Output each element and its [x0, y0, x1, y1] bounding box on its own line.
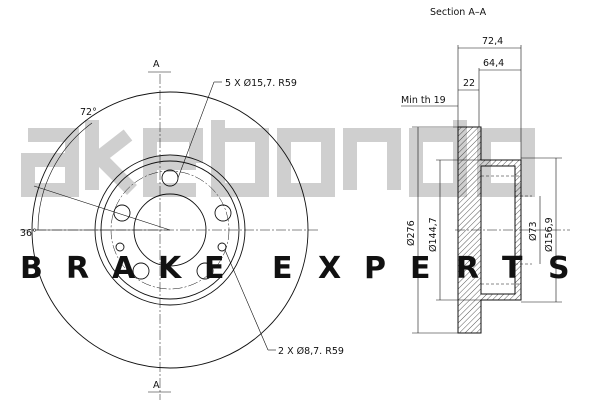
disc-section-view: [455, 126, 570, 334]
dia-hat-inner: Ø156,9: [544, 217, 555, 252]
angle-label-72: 72°: [80, 107, 97, 118]
min-thickness-label: Min th 19: [401, 95, 446, 106]
tagline-letter: K: [158, 251, 183, 286]
section-marker-bottom: A: [148, 380, 171, 393]
bolt-hole: [132, 262, 150, 280]
section-letter-top: A: [153, 59, 160, 70]
tagline-letter: E: [410, 251, 431, 286]
tagline-letter: R: [66, 251, 89, 286]
tagline-letter: A: [112, 251, 136, 286]
angle-label-36: 36°: [20, 228, 37, 239]
dia-hat-outer: Ø144,7: [428, 217, 439, 252]
tagline-letter: B: [20, 251, 43, 286]
angle-arc-72: [37, 122, 93, 231]
angle-ref-line-72: [33, 185, 171, 231]
dia-center-bore: Ø73: [528, 221, 539, 241]
bolt-hole-callout: 5 X Ø15,7. R59: [225, 78, 297, 89]
tagline-letter: E: [204, 251, 225, 286]
small-hole-callout: 2 X Ø8,7. R59: [278, 346, 344, 357]
section-title: Section A–A: [430, 7, 487, 18]
section-diameter-dimensions: Ø276 Ø144,7 Ø73 Ø156,9: [406, 126, 562, 334]
bolt-hole: [214, 204, 232, 222]
section-marker-top: A: [148, 59, 171, 400]
brake-experts-watermark: BRAKEEXPERTS: [20, 251, 570, 286]
bolt-hole: [113, 204, 131, 222]
disc-front-view: 5 X Ø15,7. R59 2 X Ø8,7. R59 72° 36°: [20, 78, 344, 369]
tagline-letter: E: [272, 251, 293, 286]
bolt-hole: [196, 262, 214, 280]
dim-overall-width: 72,4: [482, 36, 503, 47]
akebono-logo-watermark: [21, 120, 535, 197]
section-width-dimensions: 72,4 64,4 22 Min th 19: [401, 36, 522, 160]
small-hole: [217, 242, 227, 252]
tagline-letter: X: [318, 251, 341, 286]
dia-outer: Ø276: [406, 220, 417, 246]
tagline-letter: P: [364, 251, 386, 286]
dim-thickness: 22: [463, 78, 475, 89]
tagline-letter: S: [548, 251, 570, 286]
small-hole: [115, 242, 125, 252]
section-letter-bottom: A: [153, 380, 160, 391]
dim-hat-width: 64,4: [483, 58, 504, 69]
